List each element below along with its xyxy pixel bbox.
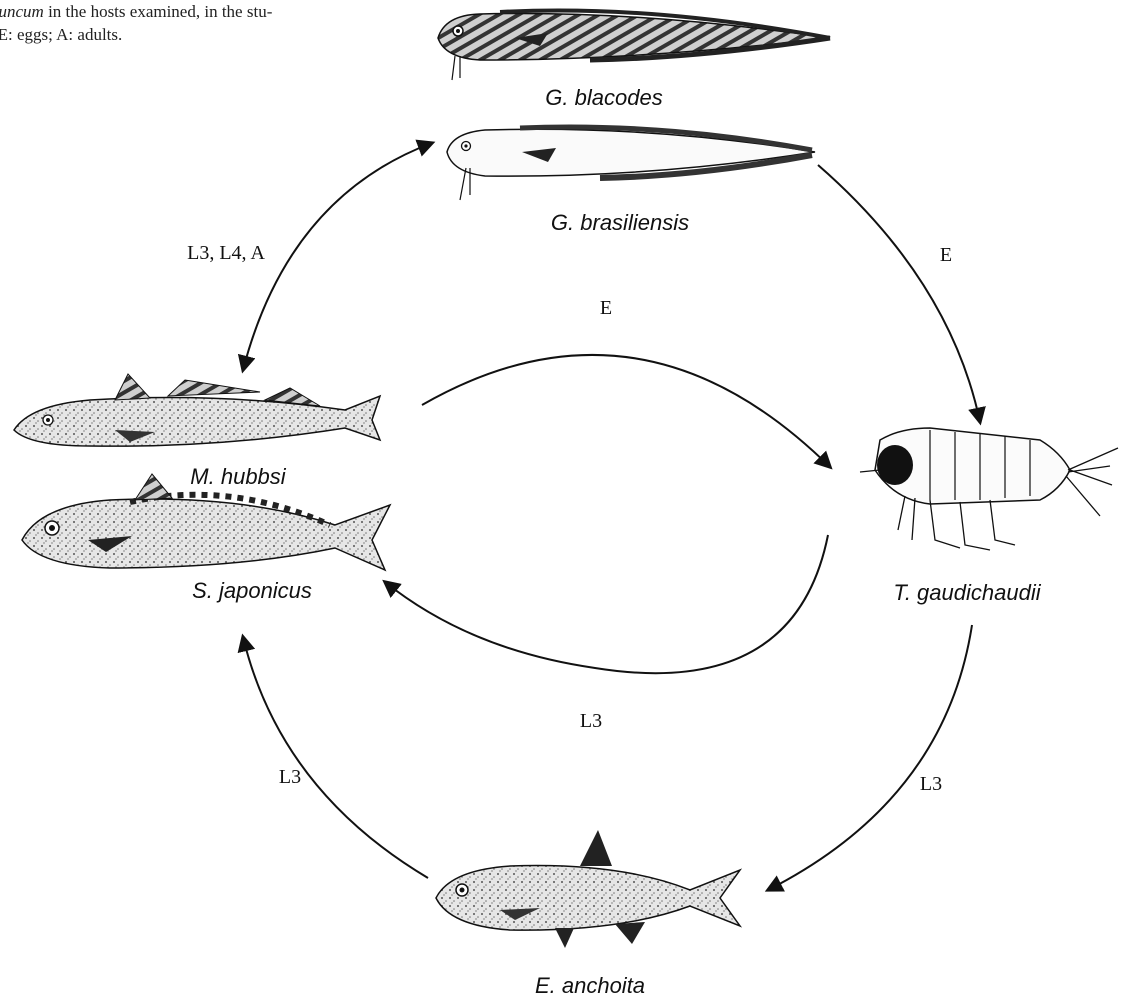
stage-label-center-top: E <box>600 297 612 320</box>
stage-label-center-bottom: L3 <box>580 710 602 733</box>
arrow-bottom-left <box>243 637 428 878</box>
g-blacodes-fish-icon <box>438 10 830 80</box>
label-t-gaudichaudii: T. gaudichaudii <box>893 580 1040 606</box>
label-g-blacodes: G. blacodes <box>545 85 662 111</box>
arrow-center-top <box>422 355 830 467</box>
label-e-anchoita: E. anchoita <box>535 973 645 999</box>
g-brasiliensis-fish-icon <box>447 127 815 200</box>
stage-label-top-left: L3, L4, A <box>187 242 265 265</box>
t-gaudichaudii-amphipod-icon <box>860 428 1118 550</box>
stage-label-bottom-left: L3 <box>279 766 301 789</box>
arrow-bottom-right <box>768 625 972 890</box>
stage-label-bottom-right: L3 <box>920 773 942 796</box>
arrow-center-bottom <box>385 535 828 673</box>
e-anchoita-fish-icon <box>436 830 740 948</box>
m-hubbsi-fish-icon <box>14 374 380 446</box>
stage-label-top-right: E <box>940 244 952 267</box>
arrow-top-left <box>243 143 432 370</box>
label-s-japonicus: S. japonicus <box>192 578 312 604</box>
label-m-hubbsi: M. hubbsi <box>190 464 285 490</box>
label-g-brasiliensis: G. brasiliensis <box>551 210 689 236</box>
arrow-top-right <box>818 165 980 422</box>
